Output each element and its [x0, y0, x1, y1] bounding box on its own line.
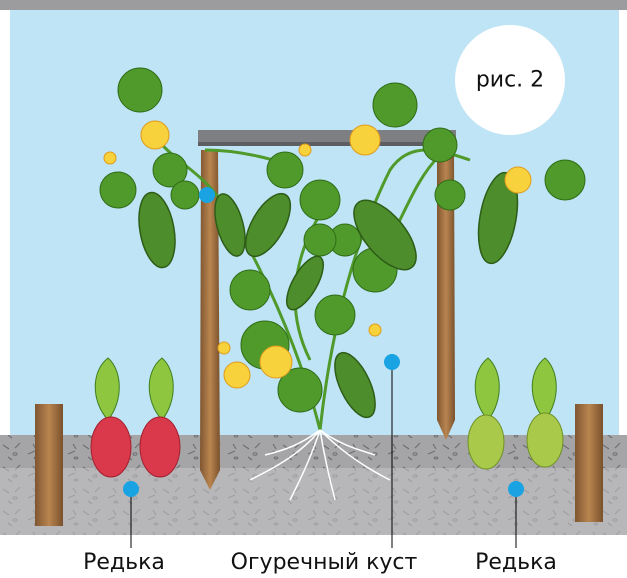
- figure-label: рис. 2: [476, 68, 544, 93]
- stake-icon: [35, 404, 63, 526]
- label-left-radish: Редька: [83, 550, 165, 575]
- stake-icon: [575, 404, 603, 522]
- label-cucumber-bush: Огуречный куст: [231, 550, 418, 575]
- top-strip: [0, 0, 627, 10]
- label-right-radish: Редька: [475, 550, 557, 575]
- soil-lower: [0, 468, 627, 535]
